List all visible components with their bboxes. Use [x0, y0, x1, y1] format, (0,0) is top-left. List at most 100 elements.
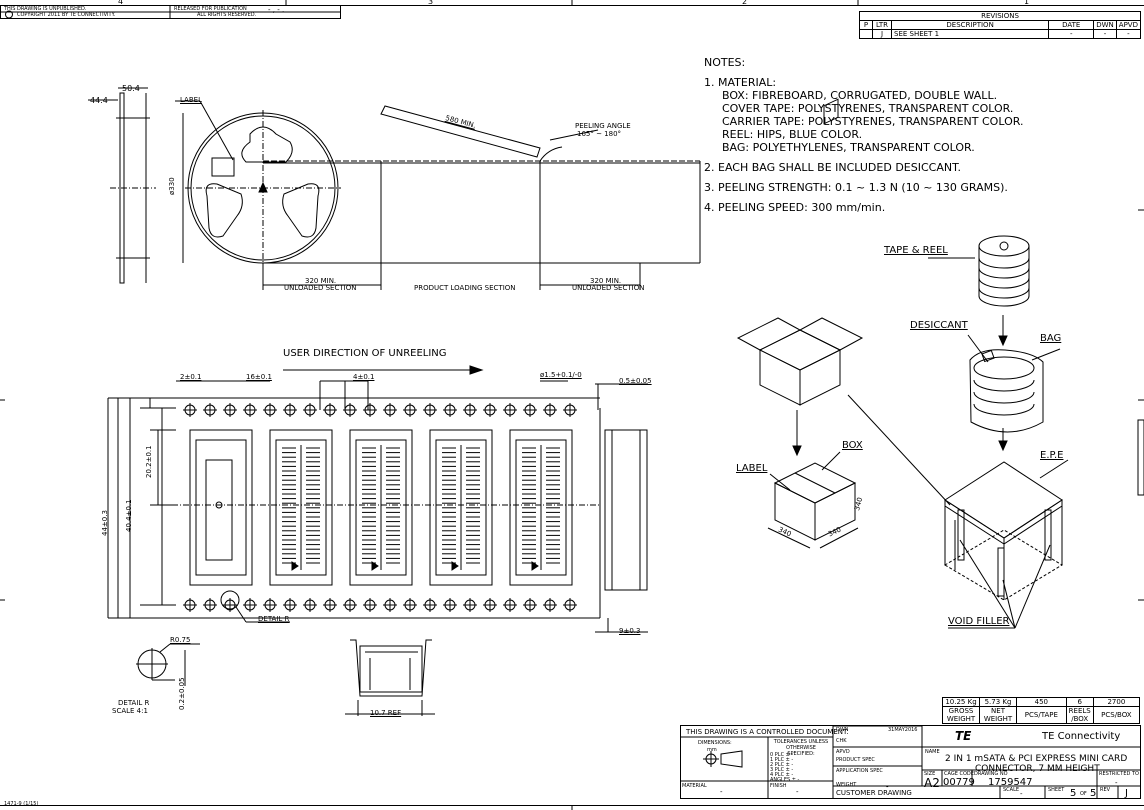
rev-header-p: P	[859, 20, 873, 30]
pcs-box-label: PCS/BOX	[1092, 706, 1141, 724]
note-1-title: 1. MATERIAL:	[704, 76, 777, 89]
dimensions-label: DIMENSIONS:	[698, 740, 732, 746]
pocket-inner	[355, 439, 407, 576]
rev-row-ltr: J	[872, 29, 892, 39]
finish-value: -	[796, 788, 799, 796]
dim-44: 44±0.3	[101, 510, 109, 536]
release-date: - , - .	[268, 6, 285, 14]
desiccant-label: DESICCANT	[910, 320, 968, 331]
copyright-note: COPYRIGHT 2011 BY TE CONNECTIVITY.	[17, 12, 116, 18]
material-value: -	[720, 788, 723, 796]
rev-header-ltr: LTR	[872, 20, 892, 30]
pocket-inner	[195, 439, 247, 576]
pcs-box-value: 2700	[1092, 697, 1141, 707]
dim-0-2: 0.2±0.05	[178, 677, 186, 710]
pocket	[509, 429, 573, 586]
dim-10-7-ref: 10.7 REF	[370, 709, 402, 717]
tolerances-label: TOLERANCES UNLESS OTHERWISE SPECIFIED:	[773, 739, 829, 757]
tolerance-3plc: 3 PLC ± -	[770, 767, 794, 773]
product-loading-section: PRODUCT LOADING SECTION	[414, 284, 516, 292]
restricted-value: -	[1115, 779, 1118, 787]
unloaded-section-right: UNLOADED SECTION	[572, 284, 645, 292]
unpublished-note: THIS DRAWING IS UNPUBLISHED.	[4, 6, 87, 12]
gross-weight-value: 10.25 Kg	[942, 697, 980, 707]
tolerance-0plc: 0 PLC ± -	[770, 752, 794, 758]
company-name: TE Connectivity	[1042, 731, 1121, 742]
dim-4: 4±0.1	[353, 373, 375, 381]
finish-label: FINISH	[770, 783, 787, 789]
net-weight-label: NET WEIGHT	[979, 706, 1017, 724]
notes-heading: NOTES:	[704, 56, 746, 69]
size-value: A2	[924, 776, 940, 790]
box-label-callout: LABEL	[736, 463, 768, 474]
sheet-label: SHEET	[1048, 787, 1065, 793]
bag-label: BAG	[1040, 333, 1062, 344]
dim-r0-75: R0.75	[170, 636, 191, 644]
rev-header-dwn: DWN	[1093, 20, 1117, 30]
name-label: NAME	[925, 749, 940, 755]
sheet-of-label: OF	[1080, 791, 1087, 797]
pocket-inner	[515, 439, 567, 576]
rev-header-description: DESCRIPTION	[890, 20, 1050, 30]
released-note: RELEASED FOR PUBLICATION	[174, 6, 247, 12]
note-3: 3. PEELING STRENGTH: 0.1 ~ 1.3 N (10 ~ 1…	[704, 181, 1008, 194]
size-label: SIZE	[924, 771, 936, 777]
dim-reel-diameter: ø330	[168, 177, 176, 195]
note-2: 2. EACH BAG SHALL BE INCLUDED DESICCANT.	[704, 161, 961, 174]
sheet-value: 5	[1070, 788, 1077, 799]
reel-stack	[978, 235, 1030, 307]
dim-20-2: 20.2±0.1	[145, 445, 153, 478]
rev-row-apvd: -	[1115, 29, 1142, 39]
reels-box-value: 6	[1065, 697, 1094, 707]
te-logo: TE	[955, 729, 972, 743]
tape-reel-label: TAPE & REEL	[884, 245, 948, 256]
drawing-no-value: 1759547	[988, 777, 1033, 788]
chk-label: CHK	[836, 738, 847, 744]
dimensions-unit: mm	[707, 747, 717, 753]
part-name-line-1: 2 IN 1 mSATA & PCI EXPRESS MINI CARD	[945, 754, 1128, 764]
zone-label-2: 2	[742, 0, 748, 6]
zone-label-4: 4	[118, 0, 124, 6]
dim-reel-hub: 44.4	[90, 96, 108, 105]
dim-unloaded-right: 320 MIN.	[590, 277, 622, 285]
void-filler-label: VOID FILLER	[948, 616, 1010, 627]
dwn-date: 31MAY2016	[888, 727, 918, 733]
cage-label: CAGE CODE	[944, 771, 974, 777]
rev-row-dwn: -	[1093, 29, 1117, 39]
product-spec-label: PRODUCT SPEC	[836, 757, 875, 763]
dim-reel-width: 50.4	[122, 84, 140, 93]
dwn-label: DWN	[836, 727, 849, 733]
weight-value: -	[886, 783, 889, 791]
dim-thickness: 0.5±0.05	[619, 377, 652, 385]
revisions-title: REVISIONS	[859, 11, 1141, 21]
epe-label: E.P.E	[1040, 450, 1064, 461]
restricted-label: RESTRICTED TO	[1099, 771, 1139, 777]
note-1-line: COVER TAPE: POLYSTYRENES, TRANSPARENT CO…	[722, 102, 1014, 115]
part-name-line-2: CONNECTOR, 7 MM HEIGHT	[975, 764, 1100, 774]
peeling-angle-label: PEELING ANGLE	[575, 122, 631, 130]
dim-16: 16±0.1	[246, 373, 272, 381]
pin1-marker	[451, 561, 459, 571]
drawing-no-label: DRAWING NO	[974, 771, 1008, 777]
material-label: MATERIAL	[682, 783, 707, 789]
pocket-hole	[215, 501, 223, 509]
net-weight-value: 5.73 Kg	[979, 697, 1017, 707]
dim-2: 2±0.1	[180, 373, 202, 381]
note-4: 4. PEELING SPEED: 300 mm/min.	[704, 201, 886, 214]
dim-hole: ø1.5+0.1/-0	[540, 371, 582, 379]
note-1-line: BOX: FIBREBOARD, CORRUGATED, DOUBLE WALL…	[722, 89, 998, 102]
tolerance-angles: ANGLES ± -	[770, 777, 800, 783]
reel-label-callout: LABEL	[180, 96, 202, 104]
pin1-marker	[371, 561, 379, 571]
rev-row-p	[859, 29, 873, 39]
customer-drawing: CUSTOMER DRAWING	[836, 789, 912, 797]
detail-r-scale: SCALE 4:1	[112, 707, 148, 715]
rev-row-date: -	[1048, 29, 1095, 39]
rev-header-apvd: APVD	[1115, 20, 1142, 30]
pocket-empty-cavity	[205, 459, 233, 561]
rev-header-date: DATE	[1048, 20, 1095, 30]
rev-value: J	[1125, 788, 1128, 799]
